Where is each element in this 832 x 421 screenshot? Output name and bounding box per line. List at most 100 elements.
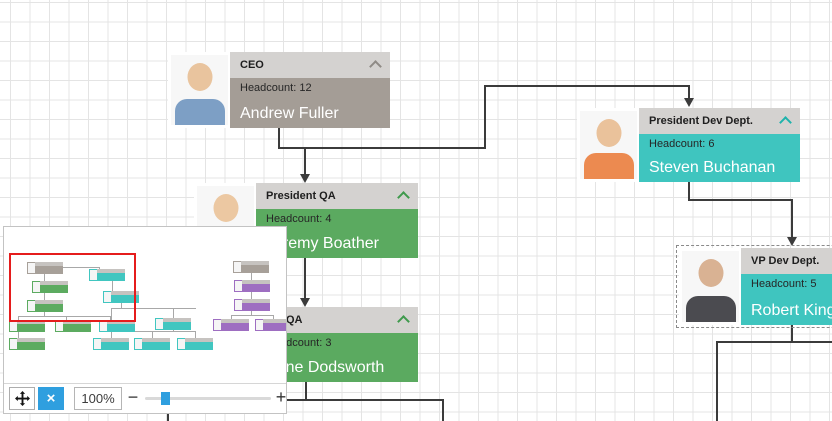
pan-tool-button[interactable]: [9, 387, 35, 410]
zoom-level-value: 100%: [81, 391, 115, 406]
minimap-connector: [273, 315, 274, 319]
minimap-node: [233, 261, 269, 273]
connector: [167, 399, 444, 401]
collapse-chevron-icon[interactable]: [397, 315, 410, 328]
minimap-connector: [251, 292, 252, 299]
zoom-out-button[interactable]: −: [127, 387, 139, 407]
avatar: [580, 111, 637, 179]
connector: [304, 258, 306, 300]
employee-name: Jeremy Boather: [266, 235, 379, 252]
minimap-connector: [44, 274, 45, 282]
minimap-connector: [251, 311, 252, 315]
node-title: QA: [286, 314, 303, 326]
minimap-connector: [231, 315, 232, 319]
minimap-connector: [173, 308, 174, 318]
minimap-toolbar: × 100% − +: [4, 383, 286, 413]
connector: [484, 85, 486, 149]
close-minimap-button[interactable]: ×: [38, 387, 64, 410]
employee-name: Andrew Fuller: [240, 105, 339, 122]
minimap-node: [255, 319, 286, 331]
zoom-level-box[interactable]: 100%: [74, 387, 122, 410]
minimap-panel: × 100% − +: [3, 226, 287, 414]
minimap-node: [32, 281, 68, 293]
connector: [716, 341, 718, 421]
minimap-connector: [111, 308, 196, 309]
org-node-vp-dev[interactable]: VP Dev Dept. Headcount: 5 Robert King: [676, 245, 832, 328]
minimap-connector: [66, 316, 67, 320]
employee-name: Anne Dodsworth: [266, 359, 385, 376]
minimap-connector: [44, 293, 45, 301]
org-node-ceo[interactable]: CEO Headcount: 12 Andrew Fuller: [168, 52, 390, 128]
minimap-node: [93, 338, 129, 350]
minimap-node: [27, 300, 63, 312]
minimap-connector: [251, 273, 252, 280]
minimap-connector: [18, 316, 112, 317]
minimap-node: [9, 338, 45, 350]
minimap-connector: [111, 308, 112, 320]
minimap-connector: [111, 331, 112, 338]
headcount-label: Headcount: 3: [266, 337, 332, 349]
minimap-node: [103, 291, 139, 303]
minimap-connector: [111, 331, 196, 332]
minimap-node: [55, 320, 91, 332]
zoom-slider-track[interactable]: [145, 397, 271, 400]
connector-arrow: [300, 174, 310, 183]
minimap-connector: [99, 267, 100, 270]
connector: [688, 182, 690, 201]
minimap-connector: [231, 315, 274, 316]
headcount-label: Headcount: 12: [240, 82, 312, 94]
minimap-connector: [173, 330, 174, 332]
move-arrows-icon: [14, 391, 30, 406]
connector-arrow: [787, 237, 797, 246]
connector: [278, 147, 486, 149]
node-title: President Dev Dept.: [649, 115, 753, 127]
minimap-node: [177, 338, 213, 350]
close-icon: ×: [46, 390, 56, 407]
connector: [791, 325, 793, 343]
minimap-node: [213, 319, 249, 331]
minimap-node: [234, 280, 270, 292]
collapse-chevron-icon[interactable]: [369, 60, 382, 73]
zoom-slider-thumb[interactable]: [161, 392, 170, 405]
minimap-node: [134, 338, 170, 350]
minimap-connector: [62, 267, 100, 268]
connector: [278, 128, 280, 149]
connector: [484, 85, 690, 87]
node-title: CEO: [240, 59, 264, 71]
collapse-chevron-icon[interactable]: [779, 116, 792, 129]
minimap-node: [155, 318, 191, 330]
connector: [305, 382, 307, 401]
node-title: VP Dev Dept.: [751, 255, 820, 267]
minimap-viewport-rect[interactable]: [9, 253, 136, 322]
employee-name: Steven Buchanan: [649, 159, 776, 176]
employee-photo: [577, 108, 639, 182]
minimap-connector: [152, 331, 153, 338]
connector-arrow: [300, 298, 310, 307]
employee-name: Robert King: [751, 302, 832, 319]
minimap-chart[interactable]: [4, 227, 286, 384]
node-title: President QA: [266, 190, 336, 202]
collapse-chevron-icon[interactable]: [397, 191, 410, 204]
connector: [688, 85, 690, 99]
minimap-node: [9, 320, 45, 332]
connector: [442, 399, 444, 421]
headcount-label: Headcount: 6: [649, 138, 715, 150]
employee-photo: [679, 248, 741, 325]
minimap-node: [99, 320, 135, 332]
minimap-node: [27, 262, 63, 274]
employee-photo: [168, 52, 230, 128]
minimap-connector: [44, 312, 45, 317]
zoom-in-button[interactable]: +: [275, 387, 287, 407]
connector-arrow: [684, 98, 694, 107]
connector: [688, 199, 793, 201]
avatar: [171, 55, 228, 125]
minimap-connector: [195, 331, 196, 338]
connector: [716, 341, 832, 343]
connector: [791, 199, 793, 238]
minimap-connector: [110, 316, 111, 320]
headcount-label: Headcount: 5: [751, 278, 817, 290]
org-node-president-dev[interactable]: President Dev Dept. Headcount: 6 Steven …: [577, 108, 800, 182]
minimap-node: [234, 299, 270, 311]
minimap-connector: [18, 332, 19, 338]
